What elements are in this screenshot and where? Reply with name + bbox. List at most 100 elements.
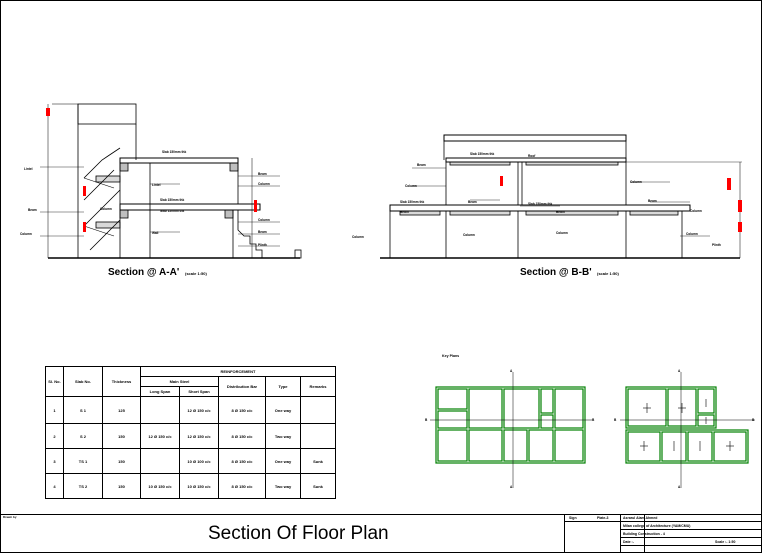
cell-sl: 3 — [45, 448, 64, 474]
cell-distribution: 8 Ø 150 c/c — [218, 396, 266, 424]
svg-text:Slab 150mm thk: Slab 150mm thk — [160, 198, 184, 202]
header-main-steel: Main Steel — [140, 376, 219, 387]
key-plan-first-mark-a-top: A — [678, 369, 681, 373]
section-bb-scale: (scale 1:50) — [597, 271, 619, 276]
key-plan-first-mark-b-right: B — [752, 418, 755, 422]
header-remarks: Remarks — [300, 376, 336, 397]
key-plan-ground-mark-b-left: B — [425, 418, 428, 422]
cell-thickness: 150 — [102, 448, 141, 474]
cell-long-span — [140, 396, 180, 424]
drawing-title: Section Of Floor Plan — [208, 523, 389, 544]
subject-name: Building Construction - 4 — [623, 532, 665, 536]
key-plan-first-mark-b-left: B — [614, 418, 617, 422]
section-aa-dimension-marks — [46, 108, 257, 232]
cell-long-span: 10 Ø 150 c/c — [140, 473, 180, 499]
table-row: 1 S 1 125 12 Ø 150 c/c 8 Ø 150 c/c One w… — [45, 396, 336, 424]
author-name: Asrarul Alam Ahmed — [623, 516, 658, 520]
author-note: Drawn by — [3, 515, 17, 519]
cell-remarks: Sunk — [300, 473, 336, 499]
svg-text:Roof: Roof — [528, 154, 536, 158]
svg-text:Beam: Beam — [468, 200, 477, 204]
college-name: Milan college of Architecture (YAM/CMU) — [623, 524, 691, 528]
svg-text:Beam: Beam — [258, 172, 267, 176]
svg-text:Beam: Beam — [417, 163, 426, 167]
header-reinforcement: REINFORCEMENT — [140, 366, 336, 377]
svg-text:Wall: Wall — [152, 231, 159, 235]
cell-distribution: 8 Ø 150 c/c — [218, 473, 266, 499]
svg-text:Beam: Beam — [556, 210, 565, 214]
svg-text:Lintel: Lintel — [24, 167, 33, 171]
cell-slab: S 2 — [63, 423, 103, 449]
header-thickness: Thickness — [102, 366, 141, 397]
svg-text:Plinth: Plinth — [712, 243, 721, 247]
header-sl-no: Sl. No. — [45, 366, 64, 397]
header-short-span: Short Span — [179, 386, 219, 397]
svg-text:Column: Column — [463, 233, 475, 237]
header-distribution-bar: Distribution Bar — [218, 376, 266, 397]
svg-text:Column: Column — [556, 231, 568, 235]
sign-label: Sign — [569, 516, 577, 520]
table-row: 4 TS 2 150 10 Ø 150 c/c 10 Ø 150 c/c 8 Ø… — [45, 473, 336, 499]
cell-remarks: Sunk — [300, 448, 336, 474]
svg-text:Slab 150mm thk: Slab 150mm thk — [528, 202, 552, 206]
section-aa-labels: Slab 150mm thk Lintel Slab 150mm thk Bea… — [20, 150, 270, 247]
date-label: Date :- — [623, 540, 634, 544]
section-aa-scale: (scale 1:50) — [185, 271, 207, 276]
key-plan-ground-mark-b-right: B — [592, 418, 595, 422]
cell-sl: 2 — [45, 423, 64, 449]
section-bb-dimension-marks — [500, 176, 742, 232]
svg-text:Column: Column — [258, 182, 270, 186]
cell-thickness: 150 — [102, 423, 141, 449]
table-row: 2 S 2 150 12 Ø 150 c/c 12 Ø 150 c/c 8 Ø … — [45, 423, 336, 449]
svg-text:Column: Column — [690, 209, 702, 213]
key-plans-title: Key Plans — [442, 354, 459, 358]
svg-text:Beam: Beam — [258, 230, 267, 234]
cell-remarks — [300, 423, 336, 449]
cell-thickness: 125 — [102, 396, 141, 424]
header-type: Type — [265, 376, 301, 397]
svg-text:Lintel: Lintel — [152, 183, 161, 187]
svg-text:Column: Column — [100, 207, 112, 211]
table-row: 3 TS 1 150 10 Ø 100 c/c 8 Ø 150 c/c One … — [45, 448, 336, 474]
cell-sl: 1 — [45, 396, 64, 424]
cell-thickness: 150 — [102, 473, 141, 499]
plate-label: Plate-3 — [597, 516, 609, 520]
sign-cell — [565, 515, 621, 552]
svg-text:Beam: Beam — [400, 210, 409, 214]
svg-text:Slab 150mm thk: Slab 150mm thk — [160, 209, 184, 213]
svg-text:Beam: Beam — [28, 208, 37, 212]
title-block-grid: Sign Plate-3 Asrarul Alam Ahmed Milan co… — [564, 514, 762, 553]
svg-text:Column: Column — [405, 184, 417, 188]
cell-long-span: 12 Ø 150 c/c — [140, 423, 180, 449]
cell-type: One way — [265, 396, 301, 424]
svg-text:Column: Column — [20, 232, 32, 236]
cell-type: One way — [265, 448, 301, 474]
cell-short-span: 10 Ø 100 c/c — [179, 448, 219, 474]
key-plan-first — [625, 386, 749, 464]
slab-schedule-table: Sl. No. Slab No. Thickness REINFORCEMENT… — [45, 366, 336, 499]
svg-text:Plinth: Plinth — [258, 243, 267, 247]
svg-text:Column: Column — [352, 235, 364, 239]
section-bb-labels: Slab 150mm thk Roof Beam Column Slab 150… — [352, 152, 721, 247]
cell-distribution: 8 Ø 150 c/c — [218, 423, 266, 449]
svg-text:Column: Column — [630, 180, 642, 184]
key-plan-ground-section-lines — [430, 372, 592, 488]
section-aa-caption: Section @ A-A' — [108, 267, 179, 278]
plate-cell — [620, 515, 645, 552]
cell-slab: TS 1 — [63, 448, 103, 474]
svg-text:Beam: Beam — [648, 199, 657, 203]
cell-type: Two way — [265, 473, 301, 499]
cell-short-span: 12 Ø 150 c/c — [179, 423, 219, 449]
key-plan-slab-marks — [640, 399, 734, 451]
header-long-span: Long Span — [140, 386, 180, 397]
title-block-main — [0, 514, 564, 554]
cell-remarks — [300, 396, 336, 424]
svg-text:Slab 150mm thk: Slab 150mm thk — [400, 200, 424, 204]
key-plan-first-mark-a-bottom: A — [678, 485, 681, 489]
cell-slab: S 1 — [63, 396, 103, 424]
svg-text:Column: Column — [258, 218, 270, 222]
cell-type: Two way — [265, 423, 301, 449]
key-plan-ground — [435, 386, 586, 464]
svg-text:Slab 150mm thk: Slab 150mm thk — [470, 152, 494, 156]
